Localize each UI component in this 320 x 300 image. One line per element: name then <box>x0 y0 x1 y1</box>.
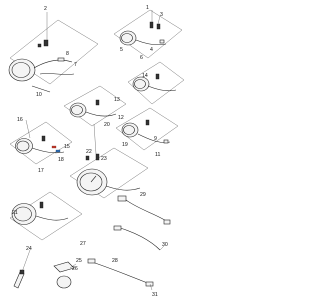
callout-30: 30 <box>162 242 168 248</box>
gauge-assembly-large-center <box>69 147 149 199</box>
cable <box>31 85 51 93</box>
group-frame-lower-left <box>9 191 83 241</box>
wire-harness <box>119 199 169 251</box>
gauge-needle <box>90 175 97 183</box>
group-frame-right-middle <box>127 61 185 105</box>
blue-lead <box>55 149 61 153</box>
group-frame-right-lower <box>115 107 179 151</box>
connector <box>145 281 154 287</box>
callout-19: 19 <box>122 142 128 148</box>
red-lead <box>51 145 57 149</box>
callout-15: 15 <box>64 144 70 150</box>
callout-2: 2 <box>44 6 47 12</box>
callout-5: 5 <box>120 47 123 53</box>
bulb-socket <box>149 21 154 29</box>
gauge-wire <box>35 215 69 221</box>
bracket <box>53 261 75 273</box>
gauge-assembly-top-right <box>113 9 183 59</box>
callout-26: 26 <box>72 266 78 272</box>
callout-20: 20 <box>104 122 110 128</box>
callout-18: 18 <box>58 157 64 163</box>
callout-21: 21 <box>12 210 18 216</box>
bulb-socket <box>43 39 49 47</box>
gauge-wire <box>31 147 65 154</box>
connector <box>163 219 171 225</box>
callout-31: 31 <box>152 292 158 298</box>
callout-28: 28 <box>112 258 118 264</box>
gauge-wire <box>135 39 167 46</box>
callout-7: 7 <box>74 62 77 68</box>
nut <box>37 43 42 48</box>
callout-14: 14 <box>142 73 148 79</box>
callout-24: 24 <box>26 246 32 252</box>
bulb-socket <box>95 99 100 106</box>
gauge-face <box>16 140 30 152</box>
gauge-assembly-left-middle <box>9 121 73 165</box>
group-frame-top-right <box>113 9 183 59</box>
callout-4: 4 <box>150 47 153 53</box>
callout-25: 25 <box>76 258 82 264</box>
connector <box>113 225 122 231</box>
bulb-socket <box>95 153 100 161</box>
callout-10: 10 <box>36 92 42 98</box>
gauge-assembly-center <box>63 85 127 127</box>
callout-8: 8 <box>66 51 69 57</box>
gauge-assembly-right-middle <box>127 61 185 105</box>
gauge-assembly-right-lower <box>115 107 179 151</box>
callout-23: 23 <box>101 156 107 162</box>
connector <box>87 258 96 264</box>
group-frame-top-left <box>9 19 99 85</box>
bulb-socket <box>39 201 44 209</box>
bulb-socket <box>145 119 150 126</box>
callout-29: 29 <box>140 192 146 198</box>
callout-13: 13 <box>114 97 120 103</box>
sensor-probe <box>13 271 25 289</box>
callout-9: 9 <box>154 136 157 142</box>
group-frame-left-middle <box>9 121 73 165</box>
gauge-wire <box>105 185 141 191</box>
gauge-assembly-top-left <box>8 19 99 93</box>
bulb <box>156 23 161 30</box>
gauge-wire <box>85 111 117 117</box>
connector <box>117 195 127 202</box>
callout-1: 1 <box>146 5 149 11</box>
gauge-face <box>14 206 32 222</box>
bulb-socket <box>155 73 160 80</box>
harness-right <box>113 195 171 251</box>
callout-6: 6 <box>140 55 143 61</box>
small-parts-bottom <box>13 261 75 289</box>
connector <box>163 139 169 144</box>
gauge-face <box>123 125 135 135</box>
gauge-wire <box>33 59 75 75</box>
callout-3: 3 <box>160 12 163 18</box>
callout-27: 27 <box>80 241 86 247</box>
gauge-assembly-lower-left <box>9 191 83 241</box>
gauge-face <box>134 79 146 89</box>
callout-17: 17 <box>38 168 44 174</box>
callout-12: 12 <box>118 115 124 121</box>
gauge-face <box>11 62 31 78</box>
gauge-face <box>121 33 133 43</box>
callout-labels: 1 2 3 4 5 6 7 8 9 10 11 12 13 14 15 16 1… <box>12 5 168 298</box>
group-frame-center <box>63 85 127 127</box>
connector <box>57 57 65 62</box>
cover-cap <box>56 275 72 289</box>
gauge-face <box>71 105 83 115</box>
connector <box>159 39 165 44</box>
parts-diagram: 1 2 3 4 5 6 7 8 9 10 11 12 13 14 15 16 1… <box>8 5 185 298</box>
callout-11: 11 <box>155 152 160 158</box>
callout-22: 22 <box>86 149 92 155</box>
callout-16: 16 <box>17 117 23 123</box>
nut <box>85 155 90 161</box>
harness-lower-right <box>87 258 154 287</box>
wire-harness <box>91 261 151 285</box>
leader-lines <box>21 10 165 291</box>
bulb-socket <box>41 135 46 142</box>
gauge-wire <box>147 85 177 92</box>
